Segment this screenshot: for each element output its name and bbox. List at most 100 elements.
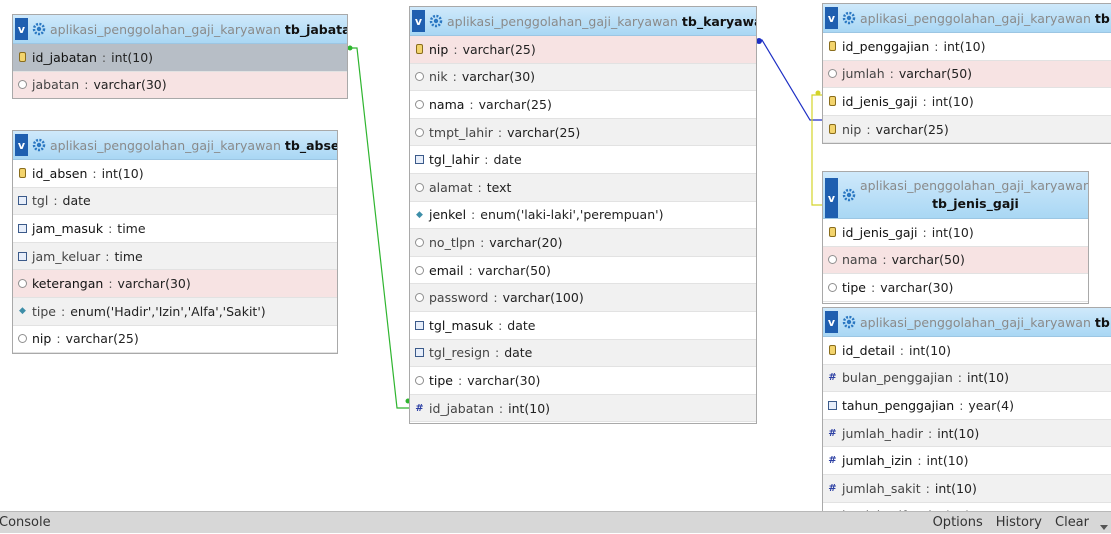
separator: : (468, 262, 473, 278)
column-row[interactable]: nama:varchar(50) (823, 246, 1088, 275)
toggle-columns-button[interactable]: v (15, 134, 28, 156)
column-row[interactable]: id_jenis_gaji:int(10) (823, 88, 1111, 116)
table-tb-absen[interactable]: v aplikasi_penggolahan_gaji_karyawan tb_… (12, 130, 338, 354)
table-tb-karyawan[interactable]: v aplikasi_penggolahan_gaji_karyawan tb_… (409, 6, 757, 424)
column-row[interactable]: nip:varchar(25) (13, 326, 337, 353)
column-row[interactable]: jabatan : varchar(30) (13, 71, 347, 98)
relation-karyawan-penggajian (757, 39, 822, 121)
column-type: int(10) (934, 480, 977, 496)
column-row[interactable]: tmpt_lahir:varchar(25) (410, 118, 756, 147)
column-type: year(4) (968, 397, 1014, 413)
column-row[interactable]: #jumlah_sakit:int(10) (823, 474, 1111, 503)
toggle-columns-button[interactable]: v (412, 10, 425, 32)
column-row[interactable]: tgl:date (13, 187, 337, 216)
column-row[interactable]: nip:varchar(25) (823, 115, 1111, 143)
text-icon (828, 255, 837, 265)
column-row[interactable]: #jumlah_hadir:int(10) (823, 419, 1111, 448)
gear-icon[interactable] (32, 138, 46, 152)
separator: : (53, 193, 58, 209)
text-icon (415, 237, 424, 247)
column-name: id_jabatan (32, 49, 97, 65)
column-row[interactable]: id_jabatan : int(10) (13, 44, 347, 72)
table-name: tb_jenis_gaji (932, 196, 1019, 211)
column-row[interactable]: ◆tipe:enum('Hadir','Izin','Alfa','Sakit'… (13, 297, 337, 326)
clear-link[interactable]: Clear (1055, 515, 1089, 530)
column-type: int(10) (943, 38, 986, 54)
separator: : (108, 276, 113, 292)
column-row[interactable]: id_jenis_gaji:int(10) (823, 219, 1088, 247)
table-header[interactable]: v aplikasi_penggolahan_gaji_karyawan tb (823, 4, 1111, 33)
table-header[interactable]: v aplikasi_penggolahan_gaji_karyawan tb_… (13, 131, 337, 160)
table-tb-detail[interactable]: v aplikasi_penggolahan_gaji_karyawan tb … (822, 307, 1111, 533)
enum-icon: ◆ (416, 209, 423, 220)
column-row[interactable]: email:varchar(50) (410, 257, 756, 285)
column-row[interactable]: tgl_lahir:date (410, 146, 756, 174)
database-name: aplikasi_penggolahan_gaji_karyawan (50, 137, 281, 153)
gear-icon[interactable] (429, 14, 443, 28)
column-row[interactable]: nik:varchar(30) (410, 63, 756, 92)
gear-icon[interactable] (842, 315, 856, 329)
toggle-columns-button[interactable]: v (825, 311, 838, 333)
separator: : (84, 77, 89, 93)
column-type: date (507, 317, 536, 333)
column-row[interactable]: #id_jabatan:int(10) (410, 394, 756, 423)
column-row[interactable]: tgl_resign:date (410, 339, 756, 368)
column-row[interactable]: ◆jenkel:enum('laki-laki','perempuan') (410, 202, 756, 230)
column-row[interactable]: tgl_masuk:date (410, 312, 756, 340)
table-tb-jabatan[interactable]: v aplikasi_penggolahan_gaji_karyawan tb_… (12, 14, 348, 99)
table-tb-penggajian[interactable]: v aplikasi_penggolahan_gaji_karyawan tb … (822, 3, 1111, 144)
toggle-columns-button[interactable]: v (15, 18, 28, 40)
column-row[interactable]: alamat:text (410, 173, 756, 202)
column-type: int(10) (101, 165, 144, 181)
column-row[interactable]: #bulan_penggajian:int(10) (823, 364, 1111, 393)
date-icon (828, 400, 837, 410)
column-row[interactable]: jumlah:varchar(50) (823, 60, 1111, 89)
table-header[interactable]: v aplikasi_penggolahan_gaji_karyawan tb_… (410, 7, 756, 36)
column-row[interactable]: nip:varchar(25) (410, 36, 756, 64)
column-row[interactable]: password:varchar(100) (410, 284, 756, 312)
column-row[interactable]: id_detail:int(10) (823, 337, 1111, 365)
gear-icon[interactable] (32, 22, 46, 36)
table-tb-jenis-gaji[interactable]: v aplikasi_penggolahan_gaji_karyawan tb_… (822, 171, 1089, 304)
options-link[interactable]: Options (932, 515, 983, 530)
column-row[interactable]: tipe:varchar(30) (410, 367, 756, 395)
column-row[interactable]: id_penggajian:int(10) (823, 33, 1111, 61)
date-icon (415, 348, 424, 358)
column-row[interactable]: jam_keluar:time (13, 242, 337, 271)
table-title-block: aplikasi_penggolahan_gaji_karyawan tb_je… (860, 177, 1088, 213)
column-row[interactable]: nama:varchar(25) (410, 91, 756, 119)
text-icon (415, 72, 424, 82)
text-icon (415, 375, 424, 385)
column-type: varchar(30) (467, 372, 541, 388)
console-toggle[interactable]: Console (0, 515, 51, 530)
column-row[interactable]: tipe:varchar(30) (823, 274, 1088, 302)
column-row[interactable]: keterangan:varchar(30) (13, 270, 337, 298)
column-row[interactable]: id_absen:int(10) (13, 160, 337, 188)
separator: : (477, 179, 482, 195)
table-header[interactable]: v aplikasi_penggolahan_gaji_karyawan tb (823, 308, 1111, 337)
column-name: bulan_penggajian (842, 370, 953, 386)
toggle-columns-button[interactable]: v (825, 7, 838, 29)
scroll-down-icon[interactable] (1097, 512, 1111, 534)
column-type: varchar(30) (93, 77, 167, 93)
gear-icon[interactable] (842, 11, 856, 25)
table-header[interactable]: v aplikasi_penggolahan_gaji_karyawan tb_… (13, 15, 347, 44)
column-row[interactable]: jam_masuk:time (13, 215, 337, 243)
database-name: aplikasi_penggolahan_gaji_karyawan (860, 314, 1091, 330)
toggle-columns-button[interactable]: v (825, 178, 838, 218)
gear-icon[interactable] (842, 188, 856, 202)
number-icon: # (415, 402, 424, 414)
column-type: varchar(50) (898, 66, 973, 82)
history-link[interactable]: History (995, 515, 1042, 530)
column-row[interactable]: #jumlah_izin:int(10) (823, 447, 1111, 475)
column-type: varchar(100) (502, 290, 584, 306)
relation-jenisgaji-end (815, 90, 821, 96)
separator: : (56, 331, 61, 347)
text-icon (828, 282, 837, 292)
text-icon (18, 80, 27, 90)
column-name: tipe (429, 372, 453, 388)
console-bar[interactable]: Console Options History Clear (0, 511, 1111, 533)
column-row[interactable]: tahun_penggajian:year(4) (823, 392, 1111, 420)
column-row[interactable]: no_tlpn:varchar(20) (410, 229, 756, 257)
table-header[interactable]: v aplikasi_penggolahan_gaji_karyawan tb_… (823, 172, 1088, 219)
